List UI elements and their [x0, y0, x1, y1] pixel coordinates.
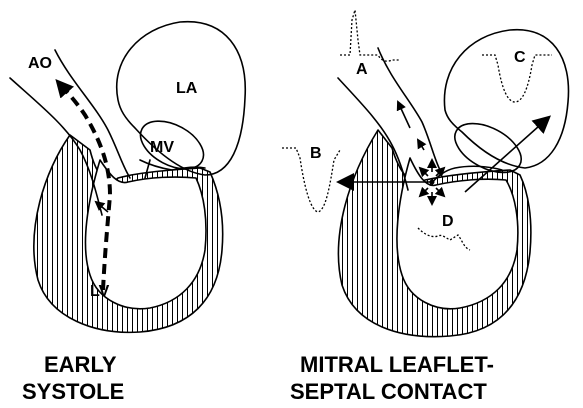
- label-ao: AO: [28, 55, 52, 72]
- trace-a: [340, 10, 400, 61]
- label-b: B: [310, 145, 322, 162]
- label-la: LA: [176, 80, 198, 97]
- label-lv: LV: [90, 283, 110, 300]
- caption-left-line2: SYSTOLE: [22, 379, 124, 404]
- left-atrium: [117, 22, 246, 175]
- right-panel: A B C D MITRAL LEAFLET- SEPTAL CONTACT: [282, 10, 569, 404]
- label-mv: MV: [150, 139, 174, 156]
- caption-right-line1: MITRAL LEAFLET-: [300, 352, 494, 377]
- caption-left-line1: EARLY: [44, 352, 117, 377]
- caption-right-line2: SEPTAL CONTACT: [290, 379, 487, 404]
- arrow-small-2: [418, 140, 424, 150]
- label-d: D: [442, 213, 454, 230]
- label-c: C: [514, 49, 526, 66]
- left-atrium-right: [444, 30, 568, 168]
- left-panel: AO LA MV LV EARLY SYSTOLE: [10, 22, 245, 404]
- lv-cavity-right: [397, 158, 518, 309]
- label-a: A: [356, 61, 368, 78]
- arrow-to-aorta-small: [398, 102, 410, 128]
